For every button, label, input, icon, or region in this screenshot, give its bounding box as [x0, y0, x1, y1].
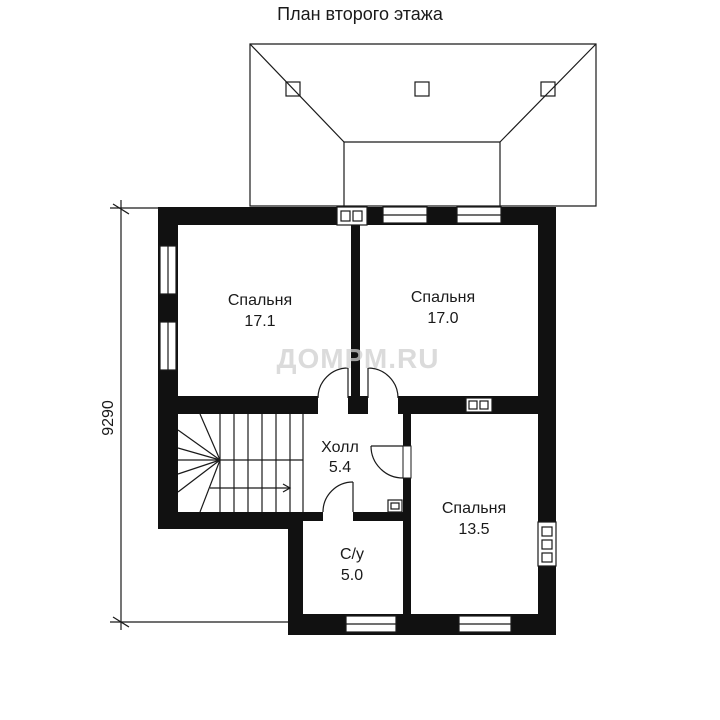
doors — [317, 367, 412, 521]
roof-vent-icon — [285, 81, 301, 97]
room-area: 5.4 — [329, 459, 351, 476]
roof-vent-icon — [540, 81, 556, 97]
room-label-bathroom: С/у 5.0 — [340, 546, 364, 584]
room-name: Спальня — [228, 292, 292, 309]
vent-ducts — [336, 206, 557, 567]
room-name: Спальня — [411, 289, 475, 306]
room-name: Холл — [321, 439, 359, 456]
lower-roof — [249, 43, 597, 207]
staircase — [177, 413, 304, 513]
room-area: 17.1 — [244, 313, 275, 330]
dimension-label: 9290 — [100, 400, 117, 436]
room-area: 17.0 — [427, 310, 458, 327]
watermark-text: ДОМРМ.RU — [277, 343, 440, 374]
room-name: С/у — [340, 546, 364, 563]
room-name: Спальня — [442, 500, 506, 517]
room-label-bedroom-3: Спальня 13.5 — [442, 500, 506, 538]
room-label-hall: Холл 5.4 — [321, 439, 359, 476]
room-area: 5.0 — [341, 567, 363, 584]
plan-title: План второго этажа — [277, 4, 443, 24]
roof-vent-icon — [414, 81, 430, 97]
room-label-bedroom-2: Спальня 17.0 — [411, 289, 475, 327]
room-area: 13.5 — [458, 521, 489, 538]
windows — [159, 206, 512, 633]
room-label-bedroom-1: Спальня 17.1 — [228, 292, 292, 330]
dimension-line — [110, 200, 290, 630]
